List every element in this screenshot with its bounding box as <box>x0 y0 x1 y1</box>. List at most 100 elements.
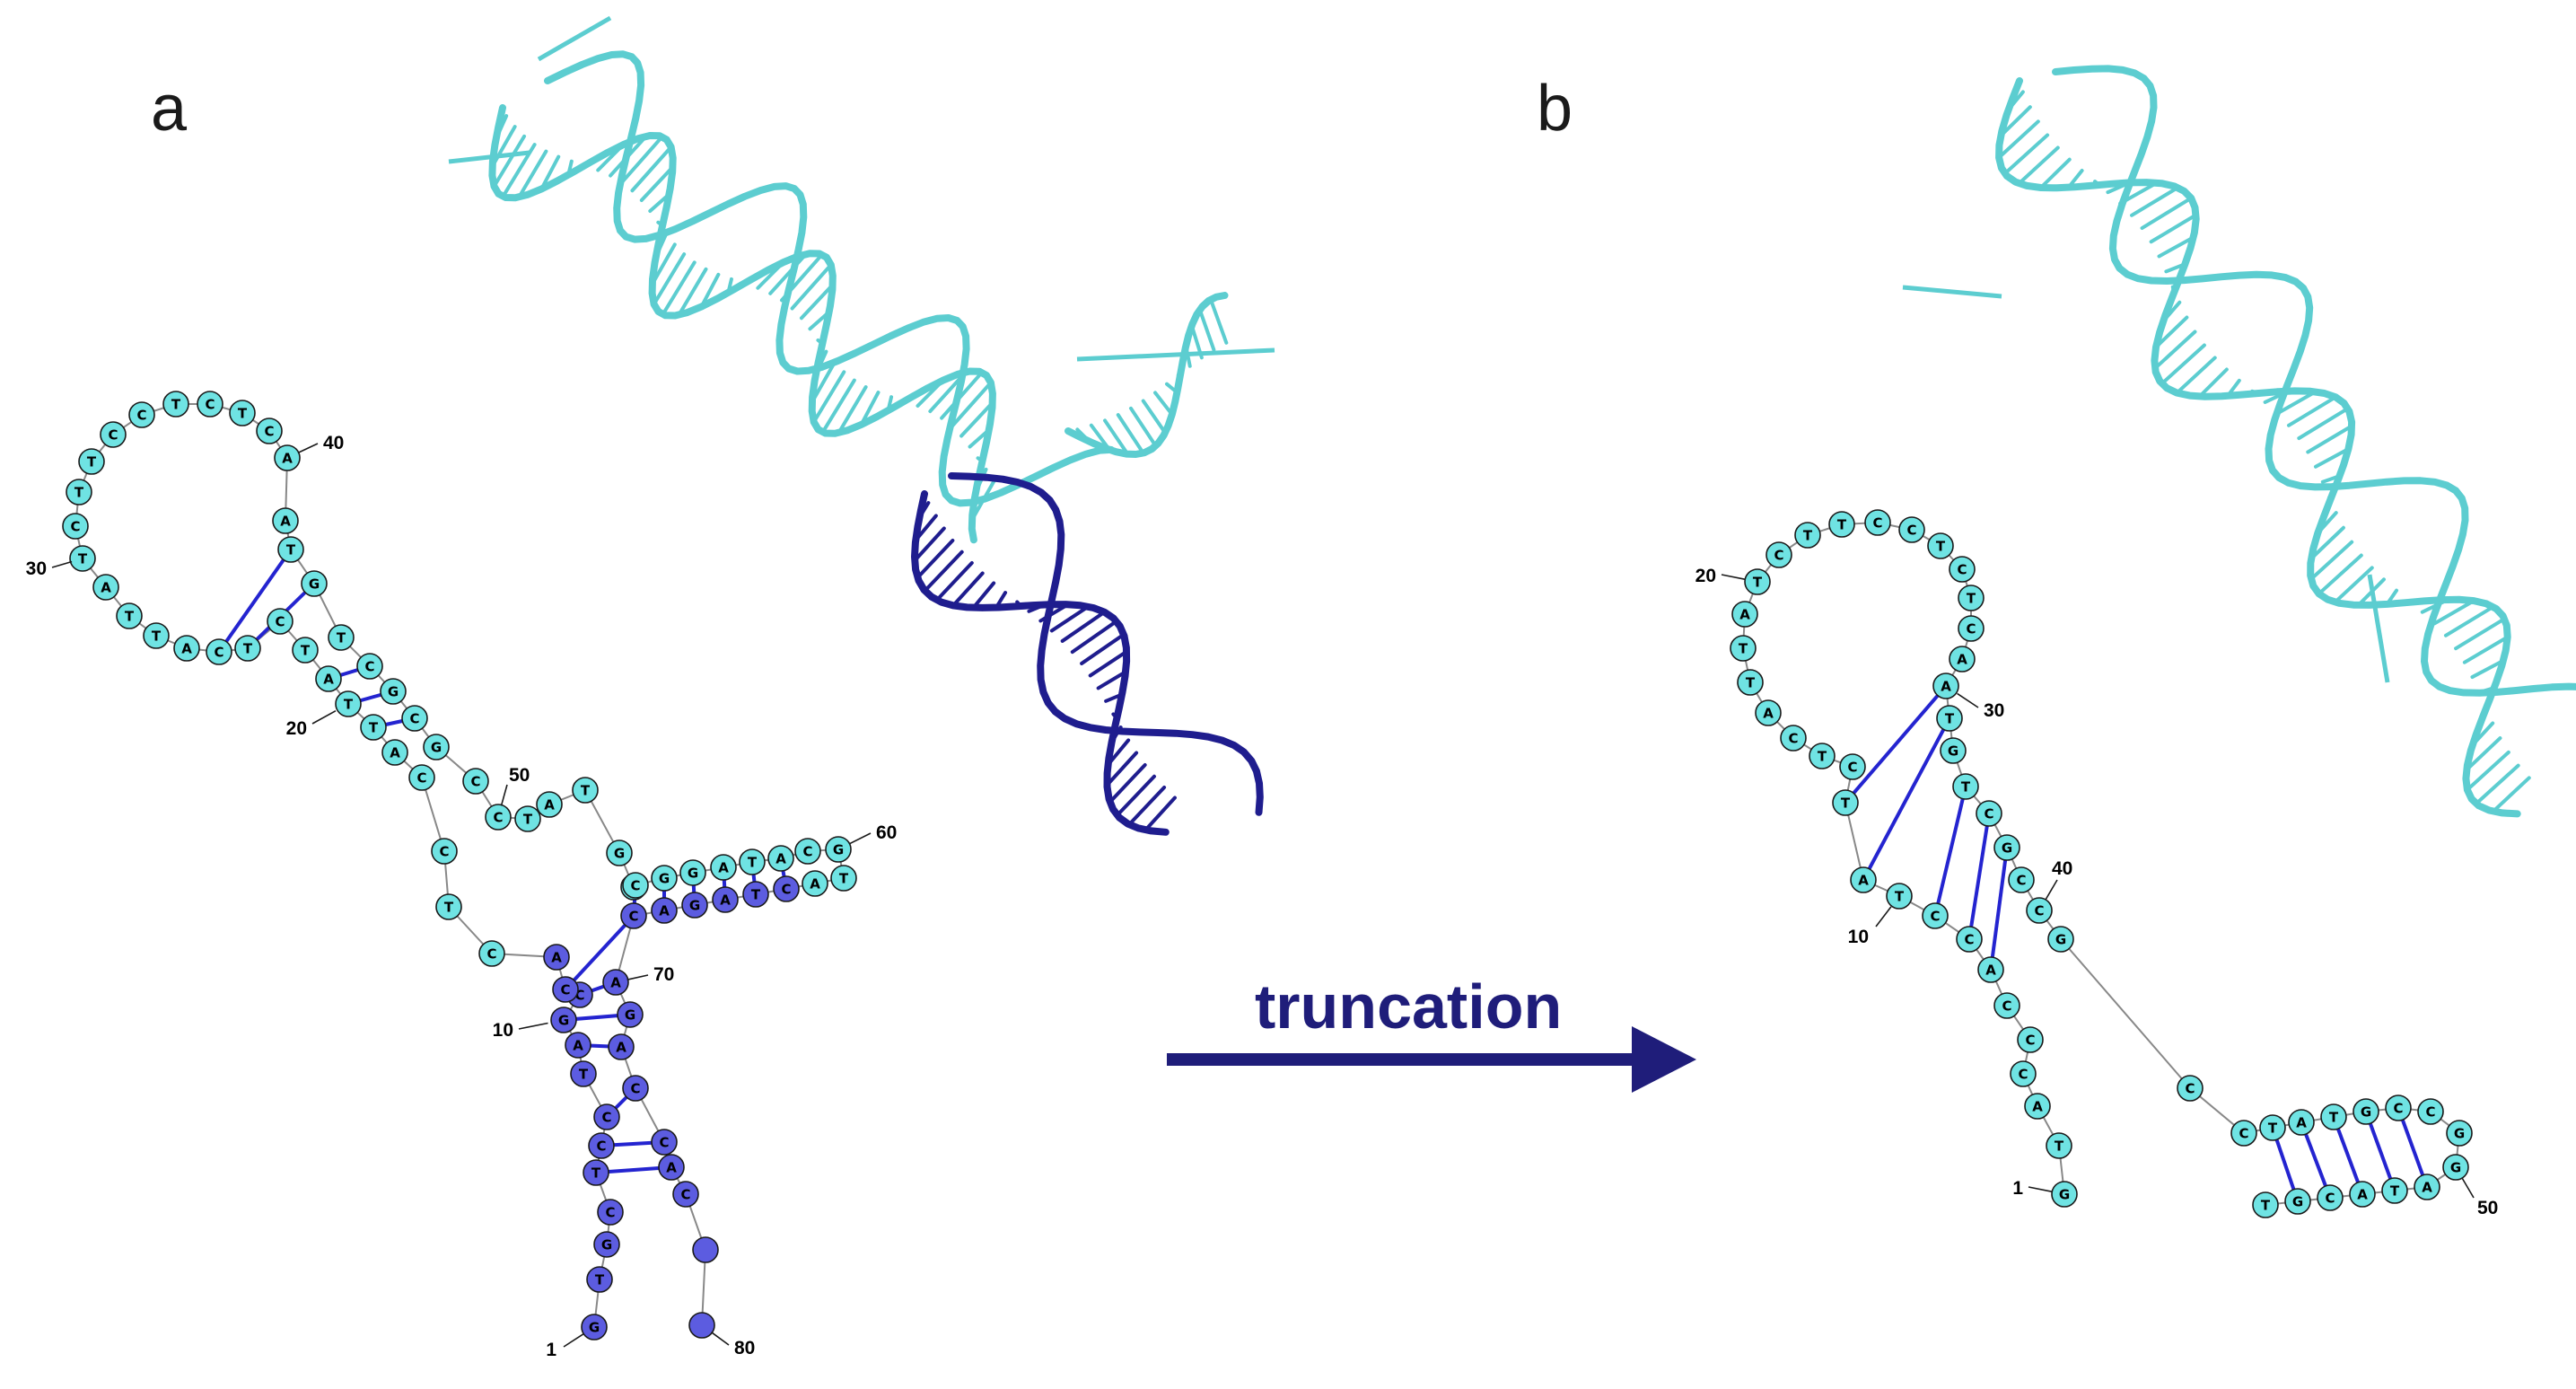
structure-b-nucleotide <box>2446 1120 2473 1147</box>
structure-a-nucleotide-letter: T <box>171 397 181 413</box>
structure-b-nucleotide-letter: T <box>1936 539 1946 555</box>
structure-b-nucleotide-letter: C <box>2393 1101 2403 1117</box>
structure-a-nucleotide-letter: G <box>833 842 844 858</box>
structure-b-nucleotide-letter: A <box>1941 679 1951 695</box>
structure-b-nucleotide-letter: C <box>1788 731 1798 747</box>
structure-b-nucleotide-letter: C <box>1872 515 1882 532</box>
structure-a-nucleotide-letter: T <box>579 1067 589 1083</box>
structure-b-nucleotide <box>2047 926 2074 953</box>
structure-a-nucleotide-letter: T <box>523 812 533 828</box>
structure-b-nucleotide <box>2417 1098 2444 1125</box>
structure-a-nucleotide <box>173 635 200 662</box>
structure-a-nucleotide-letter: A <box>775 851 786 867</box>
structure-a-nucleotide <box>335 690 362 717</box>
structure-b-nucleotide <box>1949 556 1976 583</box>
structure-b-nucleotide <box>2442 1154 2469 1181</box>
structure-b-nucleotide <box>2230 1120 2257 1147</box>
structure-a-nucleotide <box>681 892 708 919</box>
structure-b-nucleotide-letter: G <box>2292 1194 2303 1210</box>
structure-b-nucleotide <box>2385 1094 2412 1121</box>
structure-b-nucleotide <box>2317 1184 2344 1211</box>
structure-a-nucleotide-letter: G <box>625 1007 635 1024</box>
structure-a-nucleotide-letter: G <box>659 871 670 887</box>
structure-a-nucleotide <box>830 865 857 892</box>
structure-a-nucleotide <box>356 653 383 680</box>
structure-a-nucleotide <box>572 777 599 804</box>
structure-a-nucleotide <box>565 1032 591 1059</box>
structure-a-position-label: 80 <box>734 1338 755 1358</box>
structure-a-nucleotide <box>274 444 301 471</box>
structure-b-nucleotide-letter: A <box>2032 1099 2043 1115</box>
structure-a-nucleotide-letter: C <box>781 882 791 898</box>
structure-a-nucleotide-letter: A <box>280 514 291 530</box>
structure-b-nucleotide <box>2046 1132 2072 1159</box>
structure-b-nucleotide <box>1976 800 2002 827</box>
structure-a-nucleotide-letter: G <box>601 1237 612 1253</box>
structure-a-nucleotide <box>825 836 852 863</box>
structure-b-nucleotide <box>2008 866 2035 893</box>
structure-b-nucleotide <box>1737 669 1764 696</box>
structure-a-nucleotide-letter: T <box>748 855 758 871</box>
structure-a-nucleotide <box>301 570 328 597</box>
structure-b-base-pair <box>1989 847 2009 971</box>
structure-a-nucleotide <box>315 665 342 692</box>
structure-a-nucleotide-letter: A <box>544 797 555 813</box>
structure-a-nucleotide <box>651 897 678 924</box>
structure-b-nucleotide-letter: T <box>1895 889 1905 905</box>
structure-b-nucleotide-letter: T <box>2261 1198 2271 1214</box>
structure-b-nucleotide-letter: A <box>2296 1115 2307 1131</box>
structure-a-nucleotide-letter: T <box>581 783 591 799</box>
structure-b-nucleotide-letter: C <box>2025 1033 2035 1049</box>
structure-a-nucleotide <box>272 507 299 534</box>
structure-a-nucleotide-letter: A <box>616 1040 626 1056</box>
structure-a-nucleotide <box>431 838 458 865</box>
structure-a-nucleotide-letter: T <box>243 641 253 657</box>
structure-a-nucleotide-letter: T <box>152 629 162 645</box>
structure-b-nucleotide-letter: C <box>2425 1104 2435 1121</box>
structure-b-nucleotide <box>1886 883 1913 910</box>
structure-b-nucleotide <box>1927 532 1954 559</box>
structure-a-nucleotide <box>688 1312 715 1339</box>
structure-a-nucleotide-letter: A <box>666 1160 677 1176</box>
ribbon-a-loop <box>1065 292 1229 458</box>
structure-b-nucleotide <box>1922 902 1949 929</box>
ribbon-a-dark-strand-1 <box>911 490 1177 836</box>
structure-a-nucleotide <box>401 705 428 732</box>
structure-a-nucleotide-letter: T <box>286 542 296 558</box>
structure-b-nucleotide-letter: G <box>1948 743 1958 760</box>
structure-a-nucleotide-letter: C <box>470 774 480 790</box>
structure-a-nucleotide <box>606 840 633 866</box>
structure-a-nucleotide <box>267 608 294 635</box>
ribbon-a-strand-2 <box>544 50 1115 507</box>
structure-a-nucleotide-letter: C <box>264 424 274 440</box>
structure-a-nucleotide-letter: C <box>409 711 419 727</box>
structure-a-nucleotide <box>658 1154 685 1181</box>
structure-b-nucleotide <box>1949 646 1976 673</box>
structure-a-nucleotide <box>128 401 155 428</box>
structure-b-nucleotide-letter: T <box>2390 1183 2400 1200</box>
structure-b-nucleotide <box>1956 926 1983 953</box>
structure-a-nucleotide-letter: A <box>282 451 293 467</box>
structure-a-position-label: 20 <box>286 718 307 739</box>
structure-a-nucleotide-letter: T <box>344 697 354 713</box>
structure-a-nucleotide-letter: A <box>718 860 729 876</box>
structure-b-nucleotide-letter: C <box>2034 903 2044 919</box>
structure-a-nucleotide-letter: T <box>751 887 761 903</box>
structure-a-nucleotide <box>593 1231 620 1258</box>
structure-b-nucleotide-letter: T <box>1803 528 1813 544</box>
structure-a-nucleotide-letter: G <box>614 846 625 862</box>
structure-a-nucleotide <box>380 678 407 705</box>
structure-a-nucleotide-letter: C <box>205 397 215 413</box>
structure-b-nucleotide-letter: T <box>1739 641 1748 657</box>
structure-a-nucleotide <box>588 1132 615 1159</box>
structure-b-base-pair <box>2396 1107 2429 1188</box>
structure-a-nucleotide <box>593 1103 620 1130</box>
structure-a-nucleotide <box>773 875 800 902</box>
structure-b-nucleotide <box>2010 1060 2037 1087</box>
structure-a-nucleotide <box>234 635 261 662</box>
